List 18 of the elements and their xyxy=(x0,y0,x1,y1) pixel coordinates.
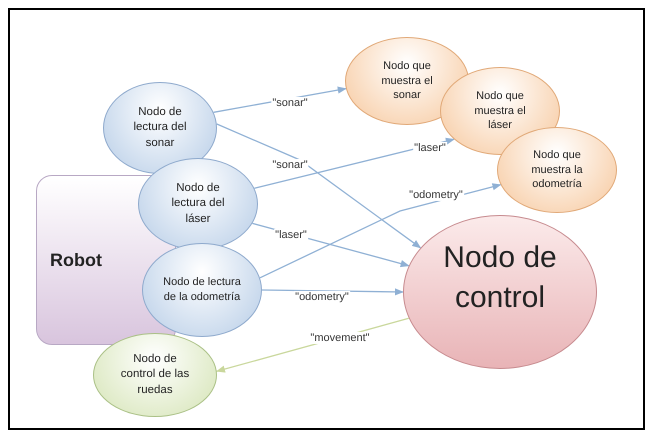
edge-label: "laser" xyxy=(413,142,447,154)
node-label: Nodo de control xyxy=(442,240,558,316)
node-label: Nodo que muestra el sonar xyxy=(380,58,434,104)
arrow xyxy=(216,123,422,248)
edge-label: "odometry" xyxy=(408,188,464,202)
edge-label: "movement" xyxy=(309,332,371,344)
edge-label: "sonar" xyxy=(271,158,309,172)
edge-label: "sonar" xyxy=(271,96,309,110)
edge-label: "laser" xyxy=(274,228,308,242)
node-label: Nodo de lectura del sonar xyxy=(132,104,188,151)
node-label: Robot xyxy=(50,248,102,272)
arrow xyxy=(260,183,502,278)
node-label: Nodo que muestra el láser xyxy=(473,88,527,134)
node-label: Nodo de control de las ruedas xyxy=(120,352,190,398)
node-label: Nodo de lectura del láser xyxy=(170,180,226,227)
node-label: Nodo de lectura de la odometría xyxy=(162,275,242,305)
node-label: Nodo que muestra la odometría xyxy=(530,148,584,192)
edge-label: "odometry" xyxy=(294,290,350,304)
